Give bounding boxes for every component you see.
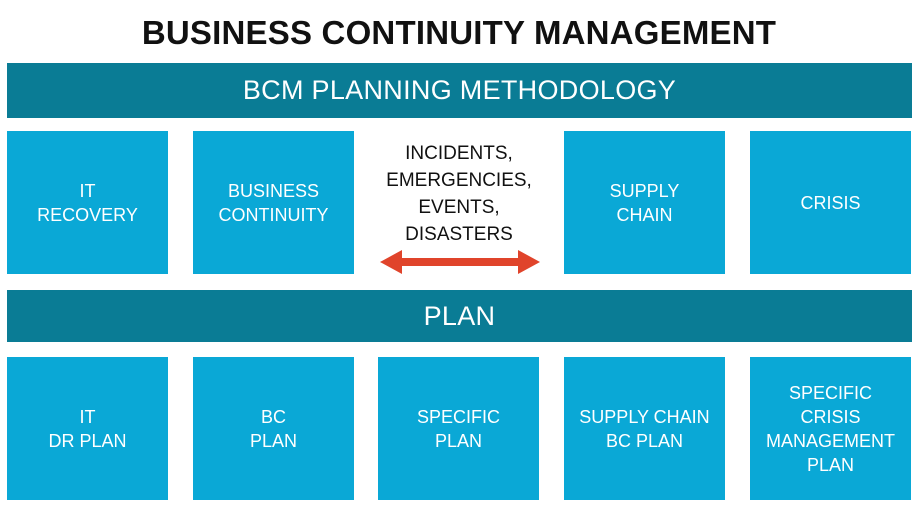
box-label: BUSINESS CONTINUITY (218, 180, 329, 225)
box-label: IT RECOVERY (37, 180, 138, 225)
box-crisis: CRISIS (750, 131, 911, 274)
box-specific-plan: SPECIFIC PLAN (378, 357, 539, 500)
methodology-bar: BCM PLANNING METHODOLOGY (7, 63, 912, 118)
box-label: SPECIFIC CRISIS MANAGEMENT PLAN (765, 382, 895, 475)
box-label: SUPPLY CHAIN (609, 180, 680, 225)
box-supply-chain: SUPPLY CHAIN (564, 131, 725, 274)
box-label: CRISIS (800, 192, 861, 213)
box-specific-crisis-management-plan: SPECIFIC CRISIS MANAGEMENT PLAN (750, 357, 911, 500)
box-label: SPECIFIC PLAN (416, 406, 500, 451)
box-label: SUPPLY CHAIN BC PLAN (579, 406, 710, 451)
box-bc-plan: BC PLAN (193, 357, 354, 500)
box-it-recovery: IT RECOVERY (7, 131, 168, 274)
methodology-label: BCM PLANNING METHODOLOGY (242, 75, 677, 105)
incidents-text: INCIDENTS, EMERGENCIES, EVENTS, DISASTER… (386, 143, 532, 245)
box-supply-chain-bc-plan: SUPPLY CHAIN BC PLAN (564, 357, 725, 500)
box-label: IT DR PLAN (48, 406, 127, 451)
box-it-dr-plan: IT DR PLAN (7, 357, 168, 500)
double-arrow-icon (380, 250, 540, 274)
box-business-continuity: BUSINESS CONTINUITY (193, 131, 354, 274)
plan-label: PLAN (423, 300, 496, 331)
plan-bar: PLAN (7, 290, 912, 342)
page-title: BUSINESS CONTINUITY MANAGEMENT (141, 14, 777, 51)
box-label: BC PLAN (249, 406, 298, 451)
